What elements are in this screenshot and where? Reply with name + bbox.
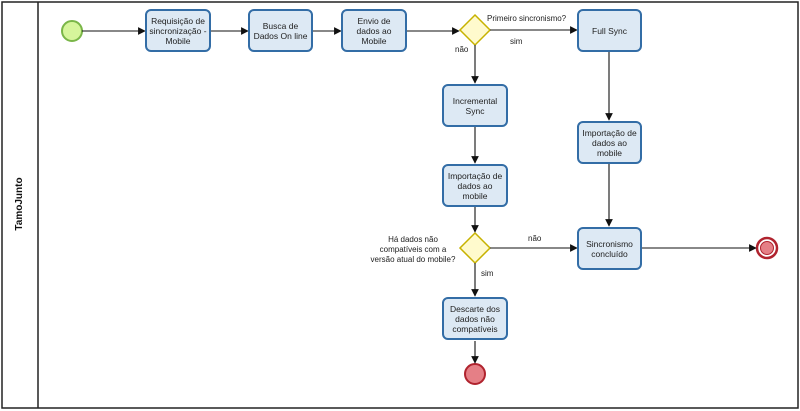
lane-title: TamoJunto — [14, 177, 25, 231]
end-event-outer — [755, 236, 779, 260]
gateway-first-sync-label: Primeiro sincronismo? — [487, 14, 567, 23]
task-discard-incompatible: Descarte dos dados não compatíveis — [442, 297, 508, 340]
flow-label-g1-no: não — [455, 45, 469, 54]
gateway-incompatible-label: Há dados não compatíveis com a versão at… — [370, 235, 456, 264]
task-import-incremental: Importação de dados ao mobile — [442, 164, 508, 207]
flow-label-g1-yes: sim — [510, 37, 523, 46]
task-send-to-mobile: Envio de dados ao Mobile — [341, 9, 407, 52]
task-sync-request: Requisição de sincronização - Mobile — [145, 9, 211, 52]
task-sync-completed: Sincronismo concluído — [577, 227, 642, 270]
task-incremental-sync: Incremental Sync — [442, 84, 508, 127]
task-fetch-online: Busca de Dados On line — [248, 9, 313, 52]
end-event-inner — [760, 241, 774, 255]
gateway-first-sync — [458, 13, 492, 47]
start-event — [61, 20, 83, 42]
end-event-discard — [464, 363, 486, 385]
sequence-flows — [82, 26, 757, 364]
flow-label-g2-yes: sim — [481, 269, 494, 278]
task-full-sync: Full Sync — [577, 9, 642, 52]
flow-label-g2-no: não — [528, 234, 542, 243]
task-import-fullsync: Importação de dados ao mobile — [577, 121, 642, 164]
gateway-incompatible — [458, 231, 492, 265]
